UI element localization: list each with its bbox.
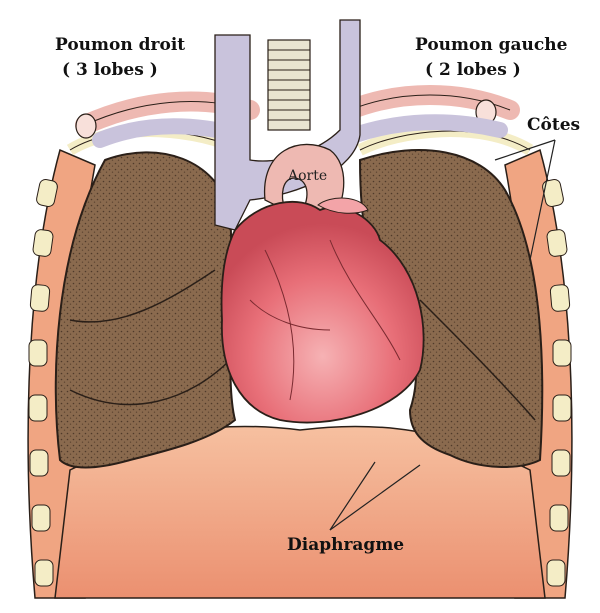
label-diaphragm: Diaphragme [287, 535, 404, 555]
label-right-lung-line2: ( 3 lobes ) [62, 60, 158, 80]
heart [220, 200, 425, 424]
label-left-lung-line2: ( 2 lobes ) [425, 60, 521, 80]
label-right-lung-line1: Poumon droit [55, 35, 185, 55]
leader-lines [329, 139, 556, 531]
label-left-lung-line1: Poumon gauche [415, 35, 568, 55]
label-aorta: Aorte [287, 168, 327, 184]
trachea [267, 39, 311, 131]
label-ribs: Côtes [527, 115, 580, 135]
